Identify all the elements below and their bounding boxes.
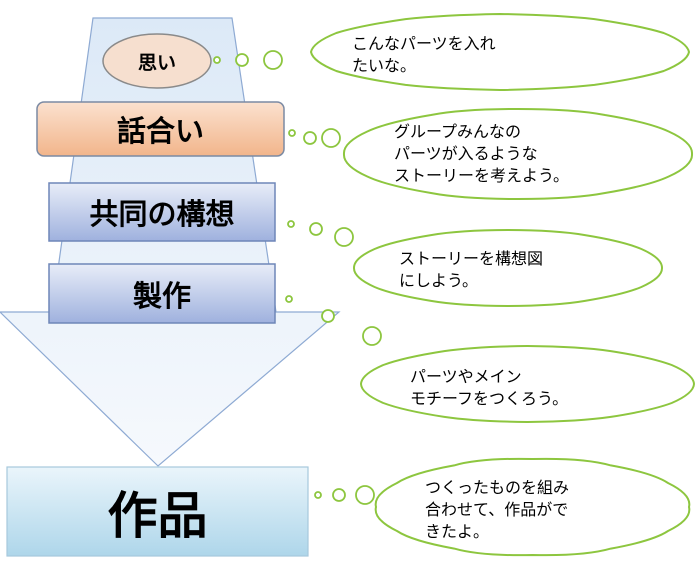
stage-sakuhin-shape	[6, 466, 309, 557]
bubble-text-2: グループみんなの パーツが入るような ストーリーを考えよう。	[394, 122, 570, 185]
stage-omoi-shape	[103, 34, 211, 88]
bubble-text-1: こんなパーツを入れ たいな。	[352, 34, 496, 75]
stage-omoi-label: 思い	[137, 51, 176, 74]
stage-sakuhin-label: 作品	[107, 486, 208, 545]
thought-dot	[362, 326, 382, 346]
stage-hanashiai-label: 話合い	[116, 114, 204, 148]
thought-dot	[321, 128, 341, 148]
stage-omoi-outline	[102, 33, 212, 89]
thought-dot	[213, 56, 221, 64]
thought-dot	[285, 295, 293, 303]
thought-dot	[303, 131, 317, 145]
bubble-text-4: パーツやメイン モチーフをつくろう。	[410, 367, 569, 408]
thought-dot	[321, 309, 335, 323]
stage-kyodo-koso-label: 共同の構想	[89, 197, 235, 231]
thought-dot	[263, 50, 283, 70]
thought-dots	[213, 50, 382, 505]
thought-dot	[287, 220, 295, 228]
stage-seisaku-shape	[48, 263, 276, 324]
thought-dot	[288, 129, 296, 137]
thought-cloud-5	[374, 457, 691, 557]
stage-hanashiai-shape	[36, 101, 285, 157]
thought-dot	[355, 485, 375, 505]
thought-dot	[309, 222, 323, 236]
bubble-text-5: つくったものを組み 合わせて、作品がで きたよ。	[425, 478, 570, 541]
thought-cloud-1	[309, 12, 691, 92]
thought-dot	[314, 491, 322, 499]
thought-dot	[235, 53, 249, 67]
stage-seisaku-label: 製作	[132, 278, 191, 313]
bubble-text-3: ストーリーを構想図 にしよう。	[399, 249, 544, 290]
thought-dot	[334, 227, 354, 247]
thought-dot	[332, 488, 346, 502]
stage-kyodo-koso-shape	[48, 182, 276, 242]
thought-cloud-4	[359, 344, 696, 424]
thought-cloud-3	[352, 228, 664, 308]
thought-cloud-2	[342, 107, 694, 201]
